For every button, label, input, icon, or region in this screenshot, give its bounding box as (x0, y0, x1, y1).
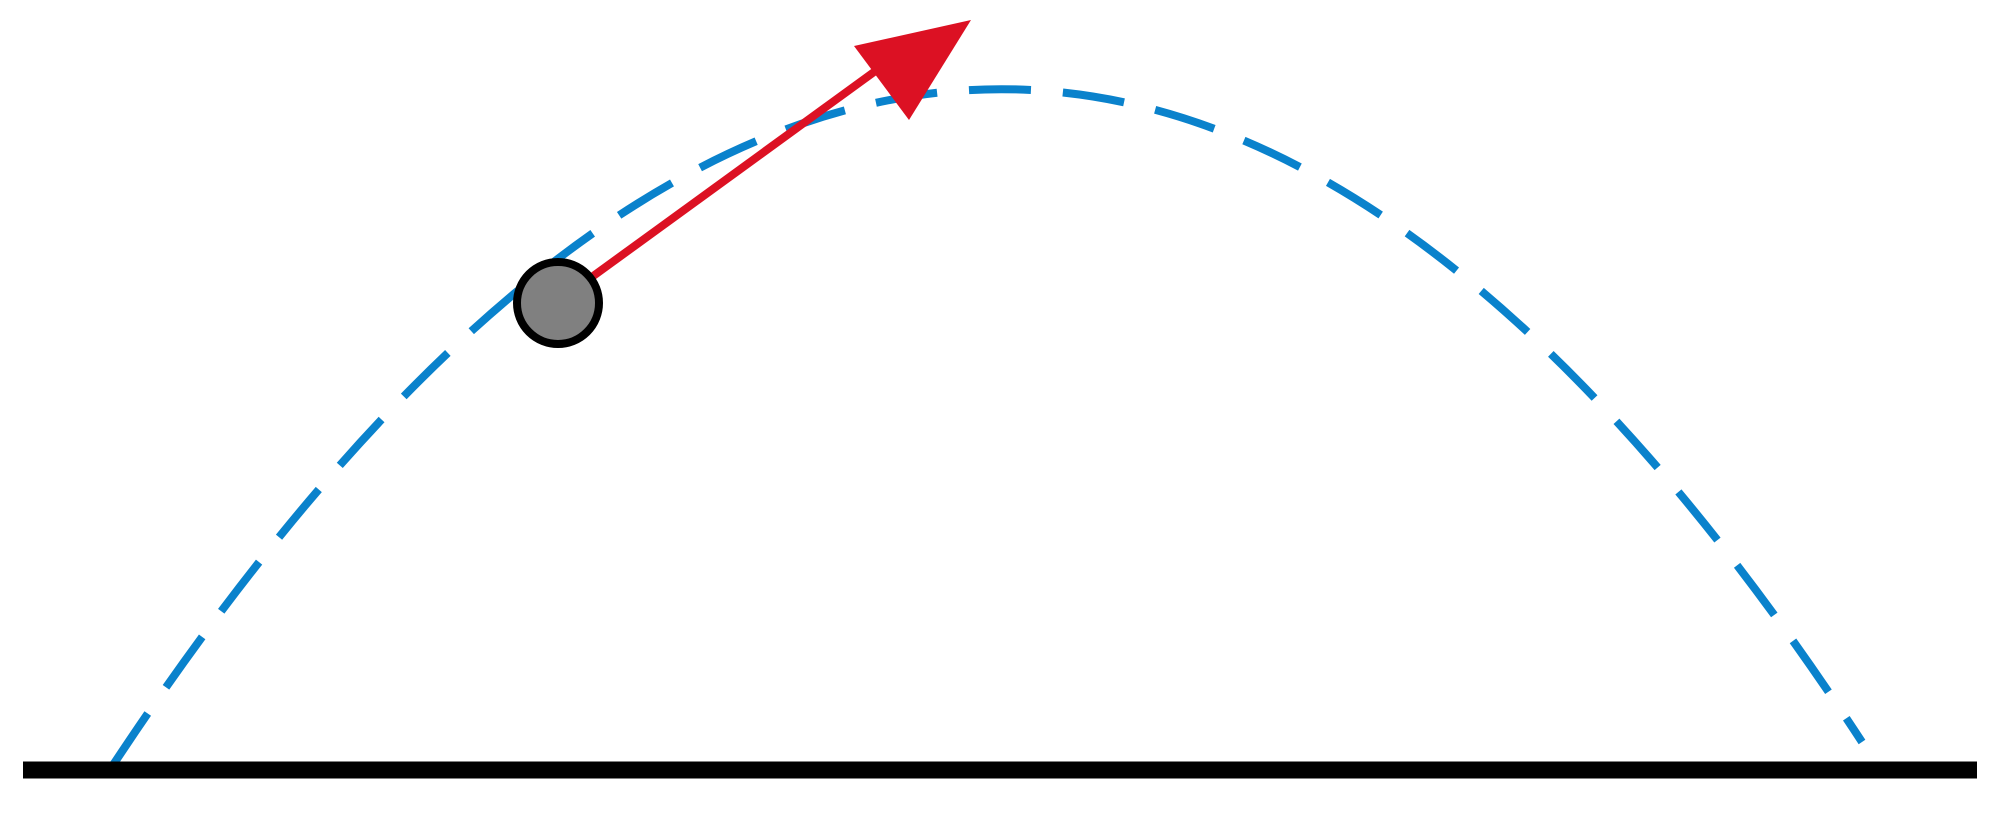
velocity-arrow-head-icon (854, 20, 971, 120)
velocity-arrow-shaft (582, 60, 888, 286)
trajectory-dashed-parabola (109, 85, 1866, 768)
projectile-ball (513, 258, 603, 348)
